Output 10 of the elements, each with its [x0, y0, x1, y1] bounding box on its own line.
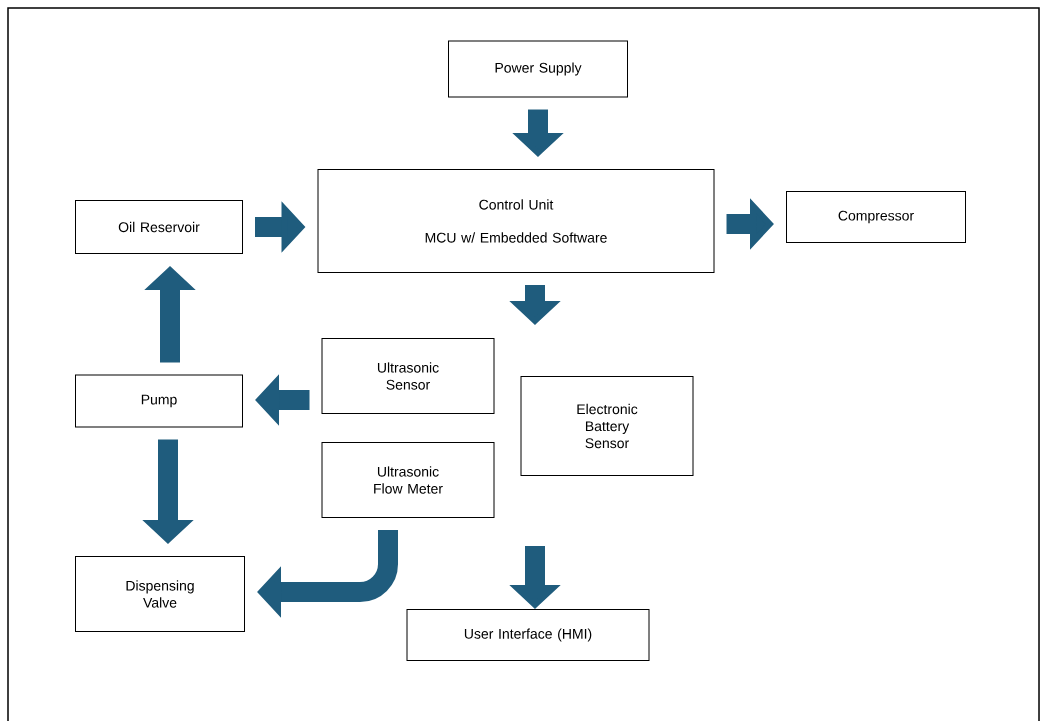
process-box: Electronic Battery Sensor [520, 376, 694, 476]
process-box: Power Supply [448, 40, 628, 98]
process-box: Pump [75, 374, 243, 428]
process-box: Dispensing Valve [75, 556, 245, 632]
process-box: Ultrasonic Flow Meter [321, 442, 495, 518]
process-box: Ultrasonic Sensor [321, 338, 495, 414]
process-box: Compressor [786, 191, 966, 243]
process-box: Oil Reservoir [75, 200, 243, 254]
process-box: Control Unit MCU w/ Embedded Software [317, 169, 715, 273]
process-box: User Interface (HMI) [406, 609, 650, 661]
